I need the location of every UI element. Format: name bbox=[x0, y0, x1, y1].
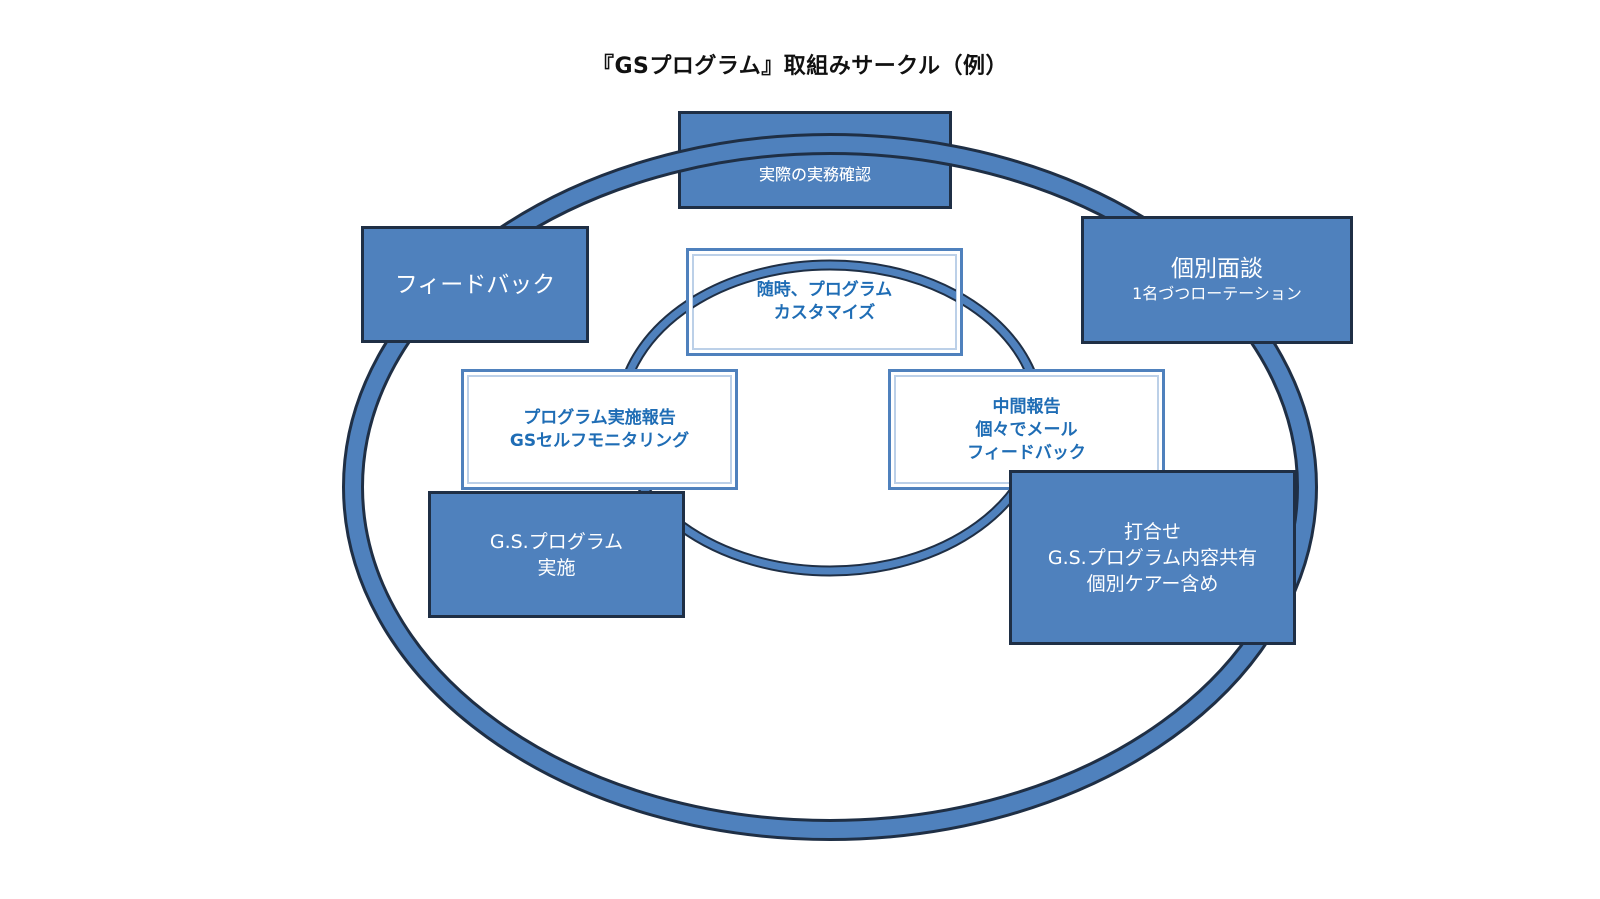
node-report-line2: GSセルフモニタリング bbox=[509, 430, 690, 451]
node-jisshi-houkoku: プログラム実施報告 GSセルフモニタリング bbox=[461, 369, 738, 490]
node-uchiawase-line2: G.S.プログラム内容共有 bbox=[1047, 546, 1258, 569]
node-chukan-houkoku: 中間報告 個々でメール フィードバック bbox=[888, 369, 1165, 490]
node-kobetsu-subtitle: 1名づつローテーション bbox=[1132, 284, 1302, 303]
node-chukan-line1: 中間報告 bbox=[992, 397, 1061, 417]
node-uchiawase: 打合せ G.S.プログラム内容共有 個別ケアー含め bbox=[1009, 470, 1296, 645]
node-gyomu-subtitle-visible: 実際の実務確認 bbox=[758, 165, 871, 184]
node-gs-jisshi: G.S.プログラム 実施 bbox=[428, 491, 685, 618]
node-customize-line2: カスタマイズ bbox=[773, 303, 876, 323]
node-chukan-line3: フィードバック bbox=[967, 443, 1086, 463]
node-gyomu-subtitle-overlay: 実際の実務確認 bbox=[678, 158, 952, 192]
node-report-line1: プログラム実施報告 bbox=[523, 407, 676, 428]
node-feedback-label: フィードバック bbox=[394, 271, 556, 298]
diagram-title: 『GSプログラム』取組みサークル（例） bbox=[591, 54, 1009, 79]
node-jisshi-line2: 実施 bbox=[537, 556, 576, 579]
node-jisshi-line1: G.S.プログラム bbox=[489, 530, 624, 553]
node-gyomu-title: 業務確認 bbox=[776, 136, 853, 158]
node-uchiawase-line3: 個別ケアー含め bbox=[1086, 572, 1219, 595]
node-customize-line1: 随時、プログラム bbox=[756, 280, 893, 300]
node-kobetsu-mendan: 個別面談 1名づつローテーション bbox=[1081, 216, 1353, 344]
node-chukan-line2: 個々でメール bbox=[975, 420, 1078, 440]
node-customize: 随時、プログラム カスタマイズ bbox=[686, 248, 963, 356]
node-uchiawase-line1: 打合せ bbox=[1123, 520, 1181, 543]
node-kobetsu-title: 個別面談 bbox=[1171, 256, 1263, 282]
node-feedback: フィードバック bbox=[361, 226, 589, 343]
